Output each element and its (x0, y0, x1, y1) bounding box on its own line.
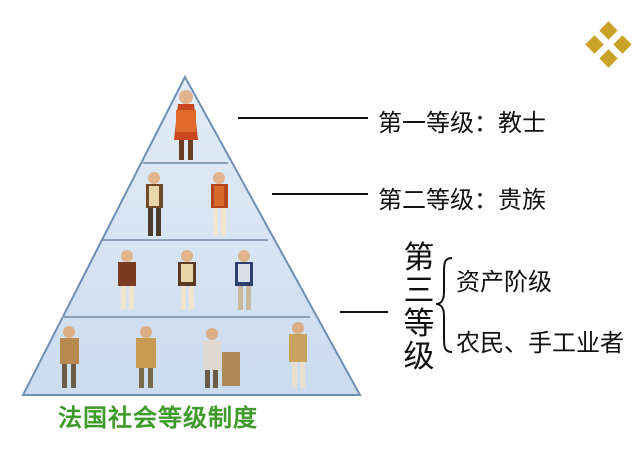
tier-label-nobility: 第二等级：贵族 (378, 186, 546, 214)
curly-brace (435, 257, 453, 353)
tier-label-clergy: 第一等级：教士 (378, 109, 546, 137)
gold-diamond-cluster-icon (585, 21, 632, 68)
third-estate-char: 等 (403, 306, 435, 342)
third-estate-char: 三 (403, 273, 435, 309)
bourgeois-figure-1 (118, 250, 136, 310)
bourgeois-figure-3 (235, 250, 253, 310)
bourgeois-figure-2 (178, 250, 196, 310)
peasant-figure-1 (60, 326, 79, 388)
third-estate-label: 第 三 等 级 (402, 242, 436, 374)
third-estate-char: 级 (403, 339, 435, 375)
artisan-figure-2 (289, 322, 307, 388)
diagram-caption: 法国社会等级制度 (58, 404, 258, 432)
third-estate-char: 第 (403, 240, 435, 276)
peasant-figure-2 (136, 326, 156, 388)
group-label-bourgeoisie: 资产阶级 (456, 268, 552, 296)
noble-figure-2 (211, 172, 228, 236)
artisan-figure-1 (203, 328, 240, 388)
pyramid (21, 74, 362, 396)
noble-figure-1 (146, 172, 163, 236)
group-label-peasants-artisans: 农民、手工业者 (456, 329, 624, 357)
clergy-figure (174, 90, 198, 160)
